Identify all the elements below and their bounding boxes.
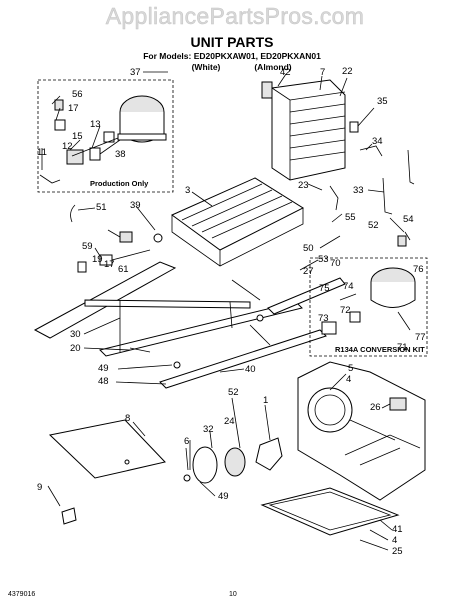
callout-75: 75: [319, 283, 330, 294]
callout-72: 72: [340, 305, 351, 316]
callout-4b: 4: [392, 535, 397, 546]
callout-38: 38: [115, 149, 126, 160]
callout-52: 52: [368, 220, 379, 231]
callout-5: 5: [348, 363, 353, 374]
callout-48: 48: [98, 376, 109, 387]
callout-9: 9: [37, 482, 42, 493]
page-title: UNIT PARTS: [191, 34, 274, 50]
machine-panel: [297, 361, 426, 501]
callout-19: 19: [92, 254, 103, 265]
callout-30: 30: [70, 329, 81, 340]
callout-56: 56: [72, 89, 83, 100]
variant-almond: (Almond): [254, 62, 291, 72]
callout-25: 25: [392, 546, 403, 557]
callout-42: 42: [280, 67, 291, 78]
callout-59: 59: [82, 241, 93, 252]
callout-15: 15: [72, 131, 83, 142]
callout-13: 13: [90, 119, 101, 130]
callout-61: 61: [118, 264, 129, 275]
callout-22: 22: [342, 66, 353, 77]
callout-54: 54: [403, 214, 414, 225]
callout-76: 76: [413, 264, 424, 275]
watermark: AppliancePartsPros.com: [106, 3, 364, 29]
callout-55: 55: [345, 212, 356, 223]
callout-4: 4: [346, 374, 351, 385]
callout-7: 7: [320, 67, 325, 78]
callout-27: 27: [303, 266, 314, 277]
drier-tube: [231, 277, 346, 315]
callout-41: 41: [392, 524, 403, 535]
fan-motor-assembly: [183, 437, 283, 484]
callout-77: 77: [415, 332, 426, 343]
callout-74: 74: [343, 281, 354, 292]
callout-40: 40: [245, 364, 256, 375]
callout-49b: 49: [218, 491, 229, 502]
models-line: For Models: ED20PKXAW01, ED20PKXAN01: [143, 51, 321, 61]
callout-49: 49: [98, 363, 109, 374]
evaporator-coil: [171, 177, 305, 267]
base-frame: [33, 261, 327, 389]
page-number: 10: [229, 591, 237, 598]
callout-70: 70: [330, 258, 341, 269]
callout-26: 26: [370, 402, 381, 413]
drain-pan: [260, 487, 400, 536]
callout-17b: 17: [104, 259, 115, 270]
production-only-label: Production Only: [90, 179, 149, 188]
conversion-kit-label: R134A CONVERSION KIT: [335, 345, 425, 354]
condenser: [261, 79, 415, 247]
callout-33: 33: [353, 185, 364, 196]
callout-39: 39: [130, 200, 141, 211]
access-cover: [48, 419, 166, 525]
callout-71: 71: [397, 342, 408, 353]
callout-20: 20: [70, 343, 81, 354]
callout-1: 1: [263, 395, 268, 406]
callout-35: 35: [377, 96, 388, 107]
callout-23: 23: [298, 180, 309, 191]
callout-34: 34: [372, 136, 383, 147]
callout-53: 53: [318, 254, 329, 265]
variant-white: (White): [192, 62, 221, 72]
callout-73: 73: [318, 313, 329, 324]
production-only-inset: Production Only: [37, 79, 174, 193]
callout-12: 12: [62, 141, 73, 152]
doc-number: 4379016: [8, 591, 35, 598]
callout-51: 51: [96, 202, 107, 213]
callout-37: 37: [130, 67, 141, 78]
callout-3: 3: [185, 185, 190, 196]
conversion-kit-inset: R134A CONVERSION KIT: [309, 257, 428, 357]
callout-6: 6: [184, 436, 189, 447]
left-misc-parts: [70, 204, 163, 273]
callout-52b: 52: [228, 387, 239, 398]
callout-17: 17: [68, 103, 79, 114]
callout-50: 50: [303, 243, 314, 254]
callout-8: 8: [125, 413, 130, 424]
leader-lines: [41, 71, 405, 551]
callout-32: 32: [203, 424, 214, 435]
callout-24: 24: [224, 416, 235, 427]
callout-numbers: 37 56 17 15 13 12 38 11 7 42 22 35 34 3 …: [37, 66, 426, 557]
callout-11: 11: [37, 147, 47, 158]
